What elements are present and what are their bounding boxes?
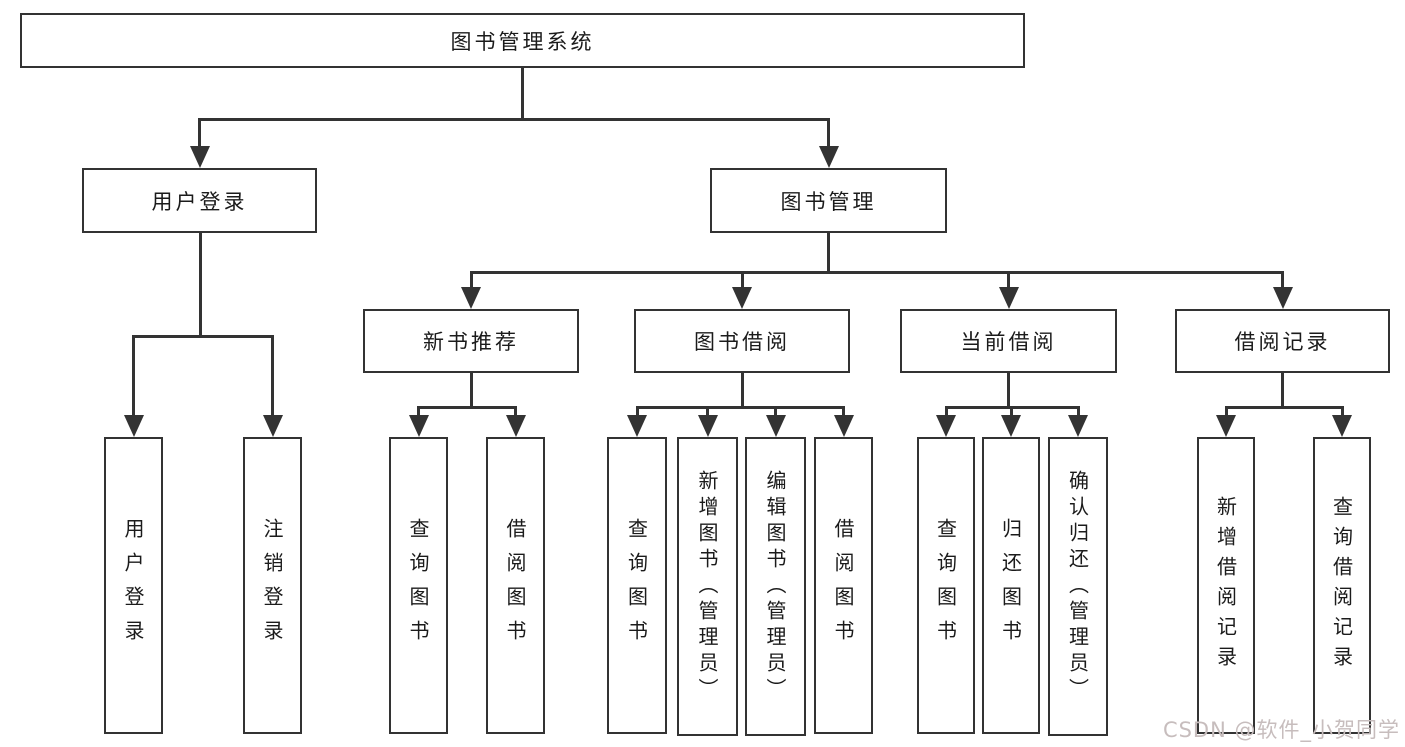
connector-shaft: [1007, 271, 1010, 291]
connector-shaft: [271, 335, 274, 419]
node-logout: 注销登录: [243, 437, 302, 734]
connector-stem: [198, 233, 202, 338]
connector-shaft: [740, 271, 744, 291]
node-label: 确认归还（管理员）: [1065, 469, 1090, 704]
arrow-down-icon: [697, 415, 718, 437]
connector-stem: [827, 233, 830, 274]
node-label: 查询借阅记录: [1329, 495, 1354, 676]
node-cb-query-book: 查询图书: [917, 437, 975, 734]
connector-stem: [740, 373, 744, 409]
connector-shaft: [1224, 406, 1228, 419]
connector-bar: [132, 335, 274, 338]
node-label: 查询图书: [933, 517, 958, 654]
connector-shaft: [774, 406, 777, 419]
watermark-text: CSDN @软件_小贺同学: [1162, 718, 1400, 742]
node-label: 用户登录: [121, 517, 145, 654]
arrow-down-icon: [189, 146, 210, 168]
node-login: 用户登录: [104, 437, 163, 734]
arrow-down-icon: [732, 287, 752, 309]
connector-bar: [198, 118, 830, 121]
node-label: 新增借阅记录: [1213, 495, 1238, 676]
connector-shaft: [1076, 406, 1080, 419]
arrow-down-icon: [1216, 415, 1236, 437]
arrow-down-icon: [461, 287, 481, 309]
connector-stem: [1281, 373, 1284, 409]
connector-bar: [469, 271, 1284, 274]
node-cb-confirm-return: 确认归还（管理员）: [1048, 437, 1108, 736]
connector-bar: [417, 406, 517, 409]
node-root: 图书管理系统: [20, 13, 1025, 68]
node-label: 查询图书: [624, 517, 649, 654]
node-book-borrow: 图书借阅: [634, 309, 850, 373]
arrow-down-icon: [505, 415, 526, 437]
node-label: 归还图书: [998, 517, 1023, 654]
node-borrow-record: 借阅记录: [1175, 309, 1390, 373]
arrow-down-icon: [1001, 415, 1021, 437]
connector-shaft: [514, 406, 517, 419]
node-br-query-record: 查询借阅记录: [1313, 437, 1371, 734]
node-cb-return-book: 归还图书: [982, 437, 1040, 734]
connector-shaft: [827, 118, 830, 150]
connector-stem: [469, 373, 473, 409]
connector-bar: [1224, 406, 1344, 409]
node-label: 编辑图书（管理员）: [763, 469, 787, 704]
node-current-borrow: 当前借阅: [900, 309, 1117, 373]
node-label: 借阅图书: [503, 517, 527, 654]
connector-shaft: [944, 406, 948, 419]
connector-shaft: [198, 118, 201, 150]
arrow-down-icon: [262, 415, 283, 437]
connector-bar: [635, 406, 845, 409]
node-bb-query-book: 查询图书: [607, 437, 667, 734]
arrow-down-icon: [1272, 287, 1293, 309]
connector-shaft: [469, 271, 473, 291]
arrow-down-icon: [833, 415, 854, 437]
node-bb-borrow-book: 借阅图书: [814, 437, 873, 734]
arrow-down-icon: [1068, 415, 1088, 437]
connector-stem: [1007, 373, 1010, 409]
arrow-down-icon: [936, 415, 956, 437]
node-bb-edit-book: 编辑图书（管理员）: [745, 437, 806, 736]
node-br-add-record: 新增借阅记录: [1197, 437, 1255, 734]
connector-shaft: [1340, 406, 1344, 419]
node-label: 图书借阅: [694, 330, 790, 354]
node-label: 新增图书（管理员）: [695, 469, 719, 704]
node-bb-add-book: 新增图书（管理员）: [677, 437, 738, 736]
connector-shaft: [417, 406, 420, 419]
node-new-book-rec: 新书推荐: [363, 309, 579, 373]
arrow-down-icon: [998, 287, 1019, 309]
arrow-down-icon: [765, 415, 786, 437]
connector-shaft: [706, 406, 709, 419]
node-label: 当前借阅: [960, 330, 1057, 354]
node-label: 图书管理系统: [450, 29, 595, 54]
node-user-login: 用户登录: [82, 168, 317, 233]
connector-shaft: [1009, 406, 1013, 419]
connector-shaft: [1281, 271, 1284, 291]
node-label: 注销登录: [260, 517, 284, 654]
connector-shaft: [635, 406, 639, 419]
arrow-down-icon: [123, 415, 144, 437]
node-label: 查询图书: [406, 517, 430, 654]
connector-stem: [521, 68, 524, 121]
node-label: 借阅记录: [1234, 330, 1331, 354]
node-rec-borrow-book: 借阅图书: [486, 437, 545, 734]
node-label: 借阅图书: [831, 517, 855, 654]
node-label: 用户登录: [151, 189, 248, 214]
arrow-down-icon: [818, 146, 839, 168]
node-label: 图书管理: [780, 189, 877, 214]
node-book-mgmt: 图书管理: [710, 168, 947, 233]
node-rec-query-book: 查询图书: [389, 437, 448, 734]
arrow-down-icon: [627, 415, 647, 437]
arrow-down-icon: [1332, 415, 1352, 437]
node-label: 新书推荐: [423, 330, 519, 354]
connector-shaft: [842, 406, 845, 419]
connector-shaft: [132, 335, 135, 419]
arrow-down-icon: [408, 415, 429, 437]
